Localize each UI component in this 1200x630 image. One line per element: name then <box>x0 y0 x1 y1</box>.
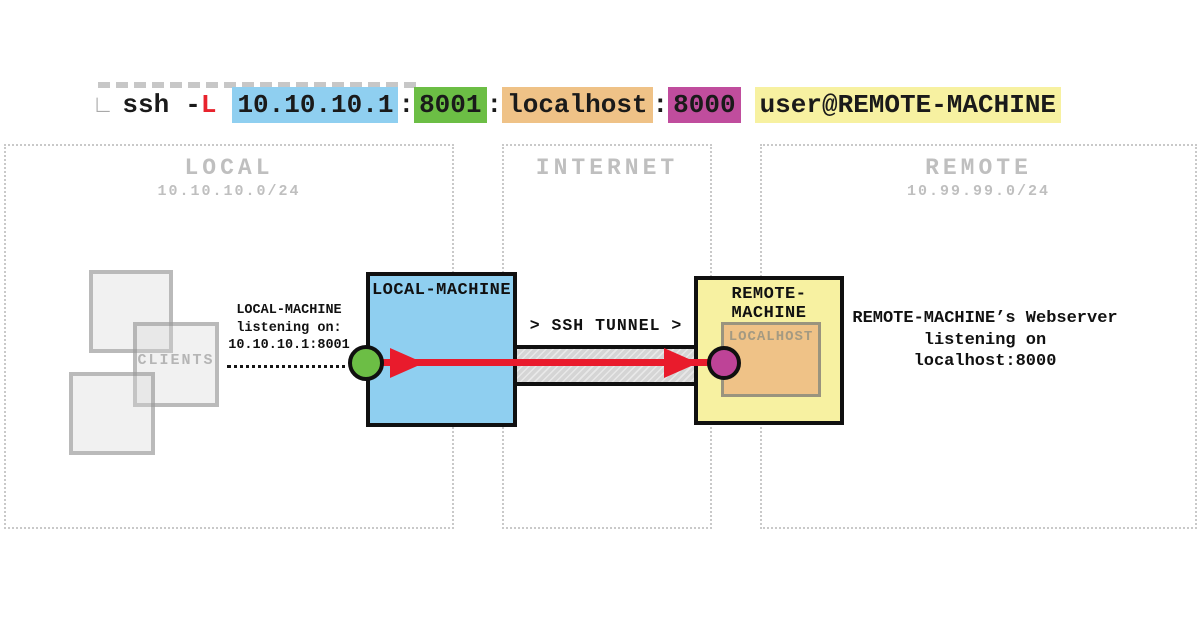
webserver-note-line: REMOTE-MACHINE’s Webserver <box>852 309 1118 328</box>
remote-machine-label: REMOTE-MACHINE <box>731 285 807 323</box>
command-dest-host: localhost <box>502 87 653 123</box>
client-box <box>69 372 155 455</box>
command-separator: : <box>486 90 503 120</box>
forward-arrow-line <box>370 359 708 366</box>
command-ssh-target: user@REMOTE-MACHINE <box>754 87 1062 123</box>
remote-destination-port-dot <box>707 346 741 380</box>
cropped-text-remnant <box>98 82 422 88</box>
section-local-subnet: 10.10.10.0/24 <box>157 183 301 200</box>
command-separator: : <box>652 90 669 120</box>
prompt-glyph: ∟ <box>96 93 111 120</box>
localhost-box: LOCALHOST <box>721 322 821 397</box>
command-flag-dash: - <box>185 90 201 120</box>
command-bind-address: 10.10.10.1 <box>232 87 399 123</box>
dotted-leader-line <box>227 365 353 368</box>
section-remote-subnet: 10.99.99.0/24 <box>906 183 1051 200</box>
section-remote-network: REMOTE 10.99.99.0/24 <box>760 144 1197 529</box>
section-internet: INTERNET <box>502 144 712 529</box>
listener-note-line: 10.10.10.1:8001 <box>228 338 350 353</box>
clients-label: CLIENTS <box>137 352 215 369</box>
local-machine-label: LOCAL-MACHINE <box>371 281 512 300</box>
command-flag-letter: L <box>200 90 217 120</box>
local-machine-box: LOCAL-MACHINE <box>366 272 517 427</box>
command-program: ssh <box>122 90 170 120</box>
remote-webserver-note: REMOTE-MACHINE’s Webserver listening on … <box>843 308 1127 373</box>
command-flag: -L <box>185 90 216 120</box>
command-separator: : <box>398 90 415 120</box>
ssh-tunnel-label: > SSH TUNNEL > <box>529 316 683 335</box>
section-internet-title: INTERNET <box>535 155 679 181</box>
localhost-label: LOCALHOST <box>728 329 814 345</box>
listener-note-line: listening on: <box>236 320 342 336</box>
forward-arrow-head <box>664 348 698 378</box>
section-remote-title: REMOTE <box>925 155 1032 181</box>
client-box <box>89 270 173 353</box>
section-local-title: LOCAL <box>184 155 274 181</box>
listener-note-line: LOCAL-MACHINE <box>236 303 342 318</box>
local-listener-note: LOCAL-MACHINE listening on: 10.10.10.1:8… <box>220 302 358 355</box>
command-dest-port: 8000 <box>668 87 741 123</box>
webserver-note-line: localhost:8000 <box>913 352 1057 371</box>
webserver-note-line: listening on <box>923 330 1047 350</box>
command-local-port: 8001 <box>414 87 487 123</box>
client-box <box>133 322 219 407</box>
local-listening-port-dot <box>348 345 384 381</box>
forward-arrow-head <box>390 348 424 378</box>
